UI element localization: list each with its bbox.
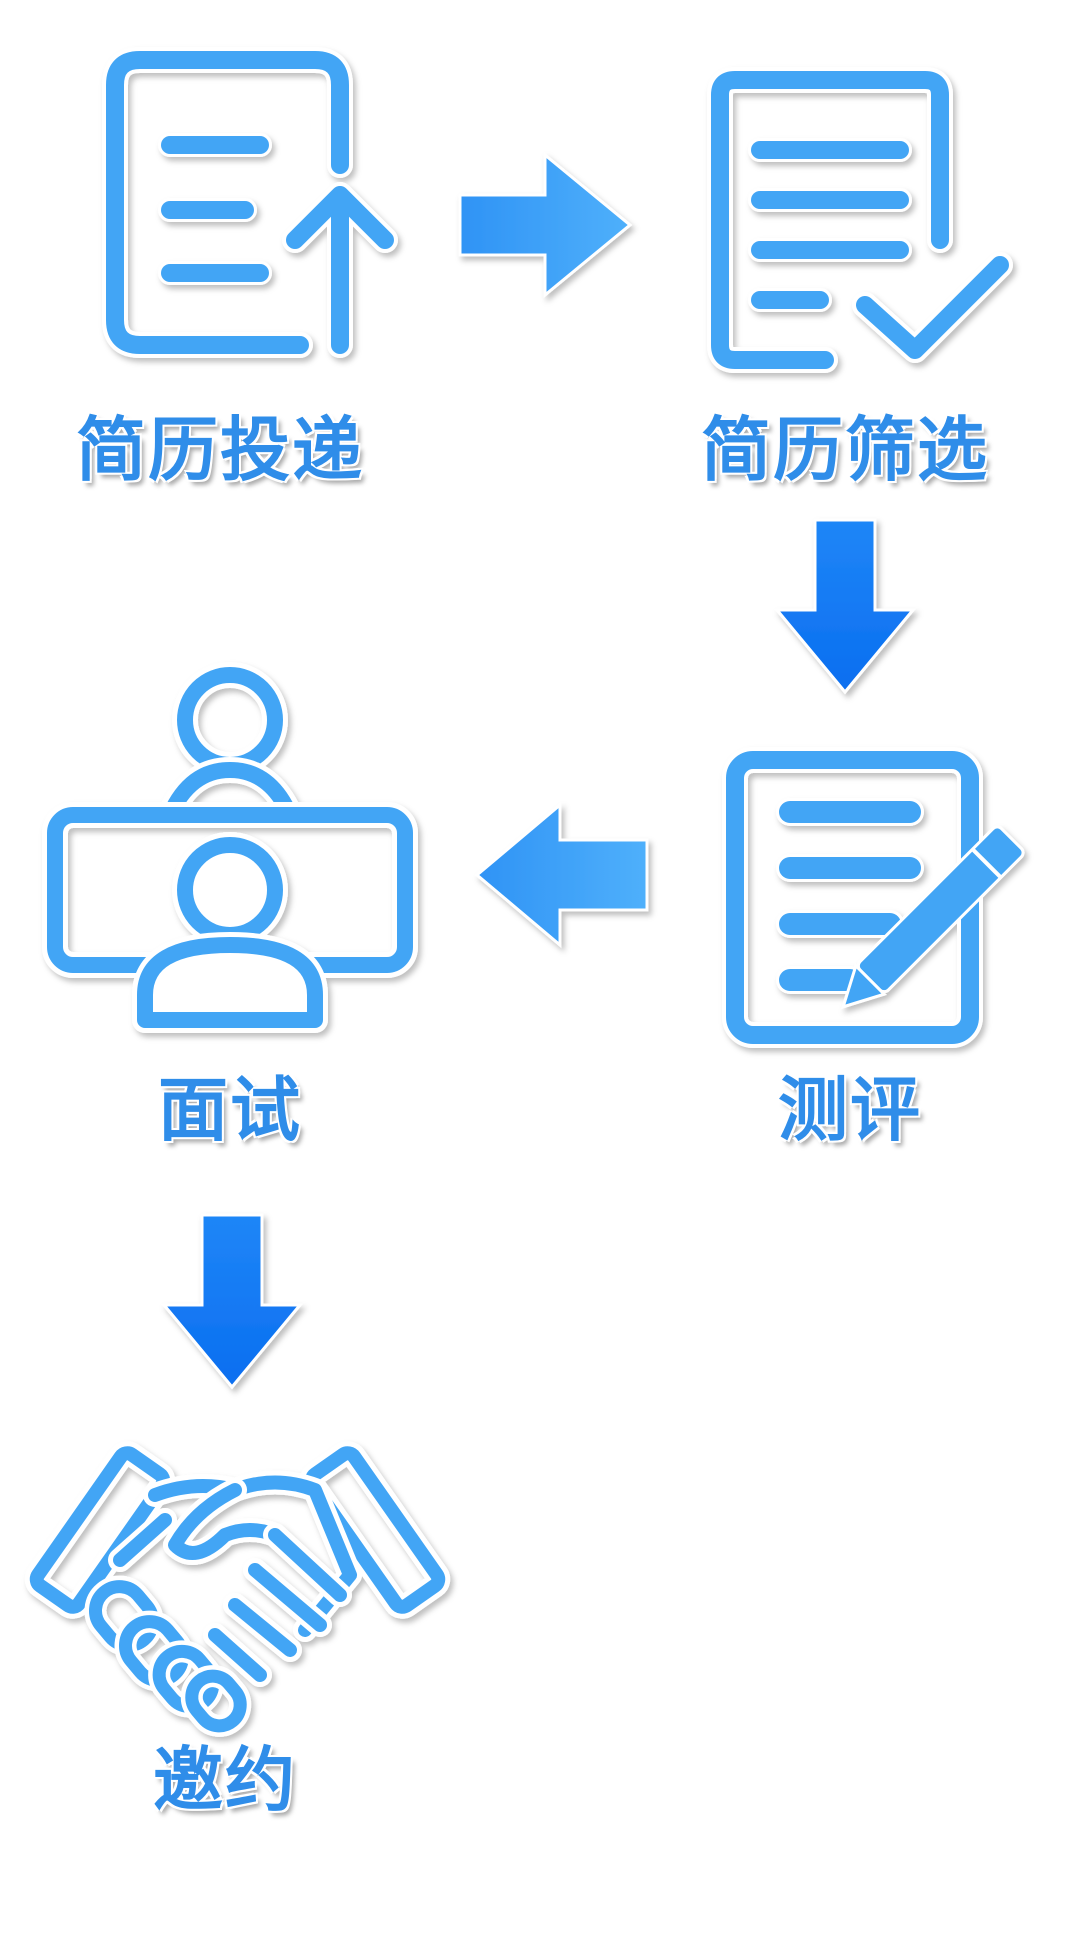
document-pencil-icon [720,747,1050,1050]
step-label-submit: 简历投递 [76,409,364,491]
document-check-icon [705,67,1013,375]
step-label-assess: 测评 [778,1069,922,1151]
interview-people-icon [40,662,420,1040]
arrow-down-2 [160,1213,304,1390]
arrow-down-1 [773,518,917,695]
handshake-icon [24,1435,451,1745]
step-label-offer: 邀约 [153,1739,297,1821]
arrow-left-1 [474,801,650,949]
step-label-screen: 简历筛选 [701,409,989,491]
arrow-right-1 [458,151,635,299]
step-label-interview: 面试 [158,1069,302,1151]
document-upload-icon [100,45,410,375]
